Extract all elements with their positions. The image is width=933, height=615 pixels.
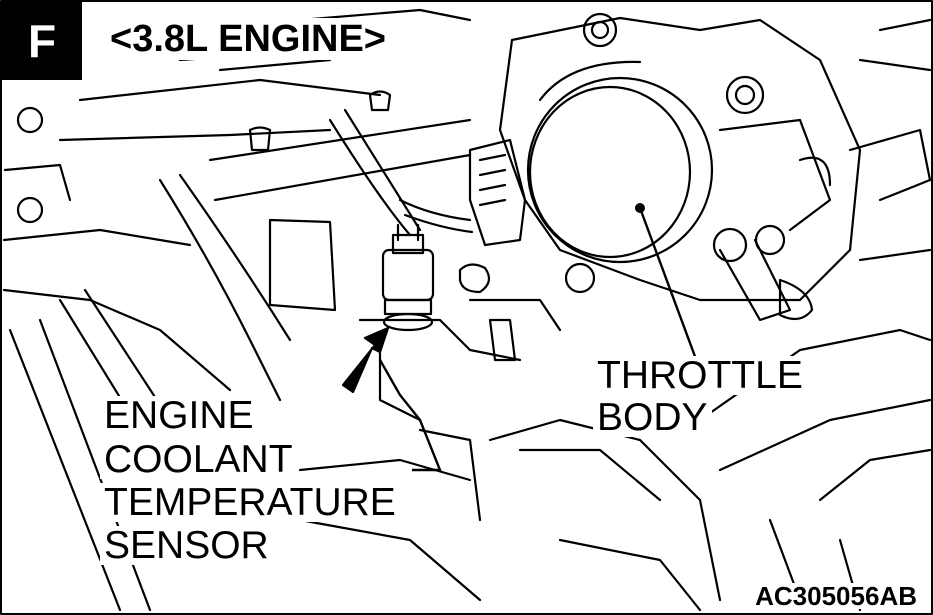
- throttle-body-label-line2: BODY: [593, 398, 712, 437]
- figure-code: AC305056AB: [751, 583, 921, 609]
- ect-sensor-drawing: [381, 223, 435, 332]
- throttle-body-label-line1: THROTTLE: [593, 356, 807, 395]
- ect-label-line2: COOLANT: [100, 440, 297, 479]
- engine-title: <3.8L ENGINE>: [104, 18, 392, 60]
- throttle-leader: [600, 207, 702, 372]
- connector-drawing: [328, 108, 527, 247]
- ect-label-line4: SENSOR: [100, 526, 273, 565]
- ect-leader: [378, 359, 442, 472]
- ect-label-line3: TEMPERATURE: [100, 483, 400, 522]
- throttle-leader-dot: [635, 203, 645, 213]
- ect-label-line1: ENGINE: [100, 396, 258, 435]
- figure-badge: F: [2, 2, 82, 80]
- throttle-body-drawing: [498, 12, 862, 322]
- sensor-arrow: [341, 326, 390, 394]
